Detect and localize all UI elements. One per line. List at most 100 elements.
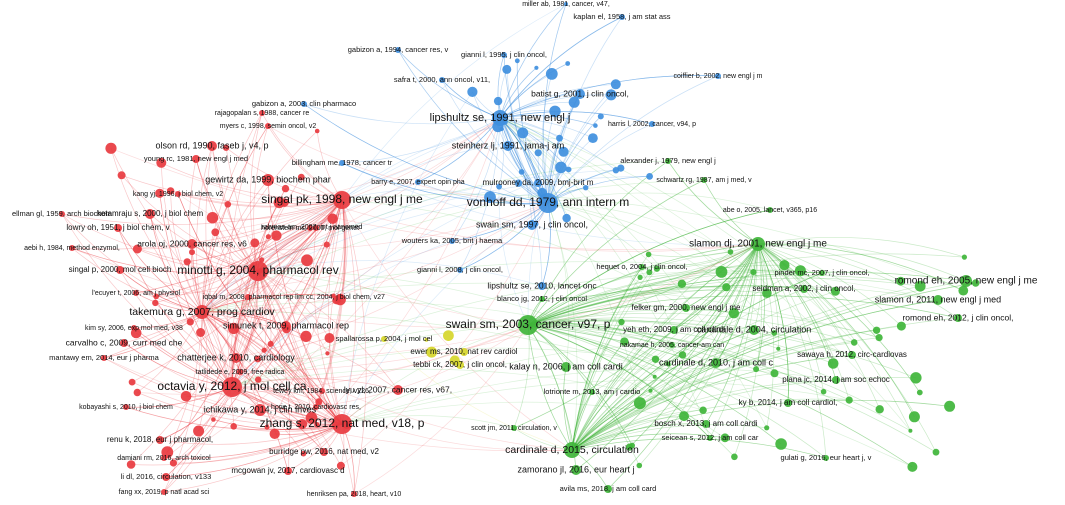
network-node-labeled[interactable] [339,160,345,166]
network-node[interactable] [325,351,330,356]
network-node-labeled[interactable] [538,193,558,213]
network-node[interactable] [156,157,167,168]
network-node-labeled[interactable] [69,245,75,251]
network-node-labeled[interactable] [222,377,242,397]
network-node[interactable] [610,79,621,90]
network-node[interactable] [250,238,260,248]
network-node-labeled[interactable] [518,315,538,335]
network-node[interactable] [830,286,840,296]
network-node-labeled[interactable] [954,314,962,322]
network-node[interactable] [517,127,529,139]
network-node[interactable] [558,146,569,157]
network-node[interactable] [775,438,787,450]
network-node[interactable] [342,420,351,429]
network-node[interactable] [762,288,772,299]
network-node[interactable] [776,346,781,351]
network-node-labeled[interactable] [639,264,645,270]
network-node[interactable] [820,388,827,395]
network-node-labeled[interactable] [823,455,829,461]
network-node[interactable] [153,293,159,300]
network-node[interactable] [916,389,923,396]
network-node[interactable] [794,265,806,277]
network-node[interactable] [336,461,345,470]
network-node[interactable] [932,448,940,456]
network-node[interactable] [770,369,779,378]
network-node[interactable] [651,355,660,363]
network-node[interactable] [896,276,906,286]
network-node[interactable] [545,68,558,80]
network-node-labeled[interactable] [649,121,655,127]
network-node[interactable] [771,330,778,336]
network-node[interactable] [230,423,237,430]
network-node[interactable] [633,397,646,410]
network-node[interactable] [896,321,906,331]
network-node[interactable] [264,424,270,430]
network-node[interactable] [551,200,558,207]
network-node[interactable] [944,400,956,412]
network-node-labeled[interactable] [145,209,155,219]
network-node[interactable] [282,324,291,334]
network-node-labeled[interactable] [133,290,139,296]
network-node-labeled[interactable] [156,436,164,444]
network-node[interactable] [467,86,478,97]
network-node-labeled[interactable] [395,47,401,53]
network-node[interactable] [183,258,191,266]
network-node[interactable] [161,446,174,459]
network-node[interactable] [565,166,572,173]
network-node-labeled[interactable] [313,404,319,410]
network-node-labeled[interactable] [101,355,107,361]
network-node[interactable] [259,257,265,263]
network-node-labeled[interactable] [187,239,197,249]
network-node[interactable] [593,123,598,128]
network-node-labeled[interactable] [284,467,292,475]
network-node-labeled[interactable] [571,465,581,475]
network-node-labeled[interactable] [449,238,455,244]
network-node[interactable] [597,113,604,120]
network-node[interactable] [314,128,320,134]
network-node[interactable] [652,374,657,379]
network-node[interactable] [426,346,438,358]
network-node-labeled[interactable] [192,155,200,163]
network-node[interactable] [555,161,567,174]
network-node[interactable] [152,299,159,307]
network-node[interactable] [727,249,734,255]
network-node[interactable] [625,443,634,451]
network-node[interactable] [327,213,338,224]
network-node[interactable] [126,460,136,469]
network-node-labeled[interactable] [539,296,545,302]
network-node[interactable] [514,179,523,187]
network-node[interactable] [297,173,305,181]
network-node-labeled[interactable] [501,52,507,58]
network-node[interactable] [301,254,313,267]
network-node-labeled[interactable] [307,225,313,231]
network-node[interactable] [334,293,346,306]
network-node-labeled[interactable] [254,404,266,416]
network-node[interactable] [653,265,661,272]
network-node[interactable] [549,105,561,118]
network-node[interactable] [648,388,653,393]
network-node[interactable] [269,428,280,439]
network-node-labeled[interactable] [313,225,319,231]
network-node[interactable] [779,260,790,271]
network-node-labeled[interactable] [123,404,129,410]
network-node[interactable] [257,268,264,274]
network-node-labeled[interactable] [351,491,357,497]
network-node-labeled[interactable] [161,489,167,495]
network-node[interactable] [565,61,571,66]
network-node-labeled[interactable] [415,179,421,185]
network-node[interactable] [908,428,913,433]
network-node-labeled[interactable] [439,77,445,83]
network-node-labeled[interactable] [832,376,840,384]
network-node[interactable] [556,134,563,142]
network-node-labeled[interactable] [715,73,721,79]
network-node[interactable] [228,322,240,335]
network-node[interactable] [914,280,926,292]
network-node[interactable] [907,461,918,472]
network-node[interactable] [910,372,922,384]
network-node-labeled[interactable] [114,224,122,232]
network-node-labeled[interactable] [393,385,403,395]
network-node[interactable] [502,64,512,74]
network-node[interactable] [261,347,267,353]
network-node[interactable] [193,425,205,437]
network-node[interactable] [646,173,653,180]
